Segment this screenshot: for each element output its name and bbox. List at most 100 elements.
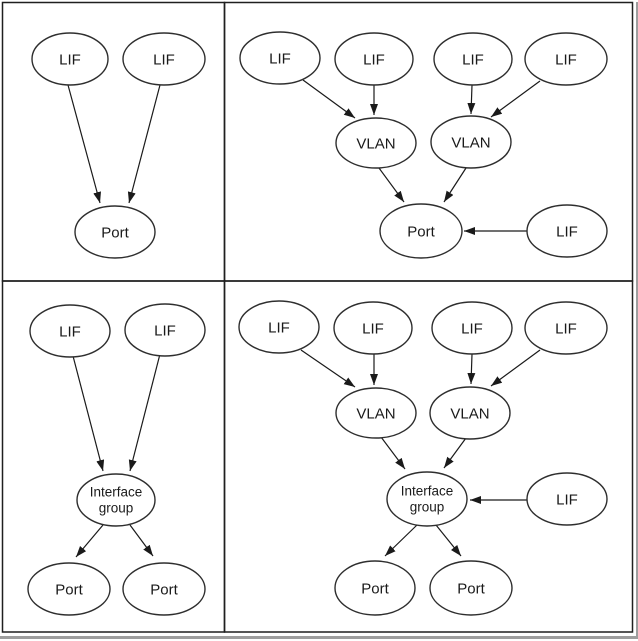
q4-vlan-2-label: VLAN [450, 405, 489, 422]
quadrant-bottom-right-frame [223, 280, 634, 633]
bottom-shadow-edge [0, 636, 638, 639]
arrow-q4-ifgrp-to-q4-port-2 [435, 524, 462, 557]
arrow-q3-ifgrp-to-q3-port-2 [129, 524, 154, 557]
arrow-q1-lif-2-to-q1-port [127, 84, 161, 204]
diagram-node-q1-port: Port [74, 205, 156, 259]
q1-lif-2-ellipse [122, 32, 206, 86]
diagram-node-q4-lif-1: LIF [238, 300, 320, 354]
q3-lif-2-ellipse [124, 303, 206, 357]
diagram-node-q4-lif-2: LIF [333, 301, 413, 355]
diagram-node-q3-port-1: Port [27, 562, 111, 616]
q4-lif-4-label: LIF [555, 320, 577, 337]
arrow-q2-vlan-2-to-q2-port [443, 167, 467, 203]
q4-vlan-1-label: VLAN [356, 405, 395, 422]
q2-lif-2-label: LIF [363, 51, 385, 68]
q4-lif-3-ellipse [431, 301, 513, 355]
q1-port-label: Port [101, 224, 129, 241]
diagram-node-q4-port-2: Port [429, 560, 513, 616]
q4-lif-5-label: LIF [556, 491, 578, 508]
q4-lif-5-ellipse [526, 472, 608, 526]
diagram-node-q1-lif-1: LIF [31, 32, 109, 86]
q2-lif-5-ellipse [526, 204, 608, 258]
diagram-node-q2-lif-5: LIF [526, 204, 608, 258]
q4-lif-2-ellipse [333, 301, 413, 355]
q4-ifgrp-label: group [410, 500, 445, 515]
diagram-node-q3-lif-1: LIF [29, 304, 111, 358]
q1-lif-1-ellipse [31, 32, 109, 86]
q3-port-2-ellipse [122, 562, 206, 616]
q1-lif-1-label: LIF [59, 51, 81, 68]
diagram-node-q3-port-2: Port [122, 562, 206, 616]
q4-lif-3-label: LIF [461, 320, 483, 337]
q2-vlan-2-label: VLAN [451, 134, 490, 151]
q2-lif-1-ellipse [239, 31, 321, 85]
arrow-q2-lif-4-to-q2-vlan-2 [490, 80, 541, 118]
diagram-node-q2-lif-1: LIF [239, 31, 321, 85]
q3-ifgrp-label: Interface [90, 485, 143, 500]
arrow-q4-lif-1-to-q4-vlan-1 [300, 349, 356, 388]
q2-port-ellipse [379, 203, 463, 259]
q4-lif-4-ellipse [524, 301, 608, 355]
arrow-q3-ifgrp-to-q3-port-1 [75, 524, 104, 558]
q2-lif-4-ellipse [524, 32, 608, 86]
q3-lif-1-ellipse [29, 304, 111, 358]
q4-port-2-label: Port [457, 580, 485, 597]
arrow-q2-vlan-1-to-q2-port [378, 167, 405, 203]
q4-ifgrp-label: Interface [401, 484, 454, 499]
diagram-node-q2-lif-2: LIF [334, 32, 414, 86]
q3-lif-2-label: LIF [154, 322, 176, 339]
diagram-node-q4-lif-5: LIF [526, 472, 608, 526]
q3-port-1-ellipse [27, 562, 111, 616]
q2-vlan-1-label: VLAN [356, 135, 395, 152]
q3-ifgrp-ellipse [76, 473, 156, 527]
q2-vlan-1-ellipse [335, 117, 417, 169]
diagram-node-q2-vlan-2: VLAN [430, 115, 512, 169]
q4-port-2-ellipse [429, 560, 513, 616]
q4-lif-1-ellipse [238, 300, 320, 354]
q4-ifgrp-ellipse [386, 471, 468, 527]
q2-lif-1-label: LIF [269, 50, 291, 67]
q2-vlan-2-ellipse [430, 115, 512, 169]
diagram-node-q2-vlan-1: VLAN [335, 117, 417, 169]
q2-lif-5-label: LIF [556, 223, 578, 240]
q2-port-label: Port [407, 223, 435, 240]
q1-lif-2-label: LIF [153, 51, 175, 68]
q4-lif-2-label: LIF [362, 320, 384, 337]
diagram-node-q2-lif-4: LIF [524, 32, 608, 86]
q3-port-1-label: Port [55, 581, 83, 598]
diagram-node-q2-lif-3: LIF [433, 32, 513, 86]
q4-vlan-2-ellipse [429, 386, 511, 440]
arrow-q3-lif-1-to-q3-ifgrp [72, 355, 105, 472]
q4-port-1-label: Port [361, 580, 389, 597]
arrow-q3-lif-2-to-q3-ifgrp [128, 353, 161, 472]
q2-lif-4-label: LIF [555, 51, 577, 68]
arrow-q1-lif-1-to-q1-port [67, 84, 101, 204]
diagram-node-q1-lif-2: LIF [122, 32, 206, 86]
arrow-q4-lif-4-to-q4-vlan-2 [490, 349, 541, 387]
q3-ifgrp-label: group [99, 501, 134, 516]
q2-lif-2-ellipse [334, 32, 414, 86]
diagram-node-q4-vlan-1: VLAN [335, 387, 417, 439]
q2-lif-3-label: LIF [462, 51, 484, 68]
q3-lif-1-label: LIF [59, 323, 81, 340]
q2-lif-3-ellipse [433, 32, 513, 86]
arrow-q4-vlan-1-to-q4-ifgrp [380, 436, 406, 470]
arrow-q4-ifgrp-to-q4-port-1 [384, 524, 418, 557]
arrow-q2-lif-3-to-q2-vlan-2 [467, 84, 476, 115]
diagram-node-q4-port-1: Port [334, 560, 416, 616]
arrow-q4-lif-3-to-q4-vlan-2 [467, 353, 476, 385]
diagram-node-q4-lif-3: LIF [431, 301, 513, 355]
arrow-q4-vlan-2-to-q4-ifgrp [443, 437, 467, 469]
q4-vlan-1-ellipse [335, 387, 417, 439]
right-shadow-edge [636, 2, 638, 639]
diagram-node-q4-vlan-2: VLAN [429, 386, 511, 440]
arrow-q2-lif-1-to-q2-vlan-1 [302, 79, 356, 119]
q3-port-2-label: Port [150, 581, 178, 598]
q4-lif-1-label: LIF [268, 319, 290, 336]
q1-port-ellipse [74, 205, 156, 259]
diagram-node-q2-port: Port [379, 203, 463, 259]
